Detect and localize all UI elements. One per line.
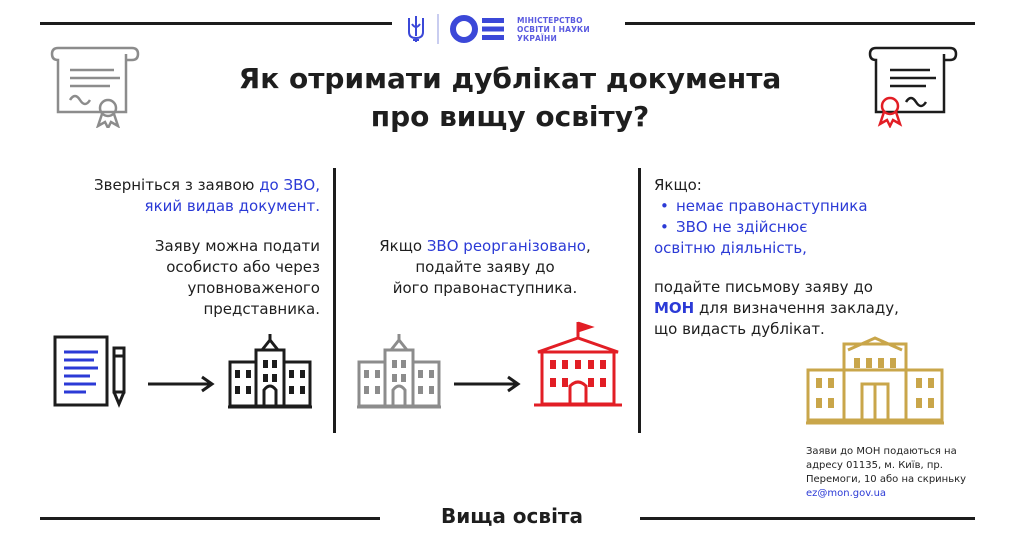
mon-address-note: Заяви до МОН подаються на адресу 01135, … [806, 445, 1006, 501]
ministry-name: МІНІСТЕРСТВО ОСВІТИ І НАУКИ УКРАЇНИ [517, 16, 590, 43]
ministry-line: МІНІСТЕРСТВО [517, 15, 583, 25]
bottom-rule-left [40, 517, 380, 520]
mon-logo-icon [450, 15, 504, 43]
top-rule-right [625, 22, 975, 25]
column-divider [333, 168, 336, 433]
title-line: про вищу освіту? [370, 100, 650, 133]
mon-highlight: МОН [654, 299, 695, 317]
col3-conditions: Якщо: немає правонаступника ЗВО не здійс… [654, 175, 974, 259]
ministry-line: УКРАЇНИ [517, 33, 557, 43]
bottom-rule-right [640, 517, 975, 520]
university-building-icon [806, 336, 944, 425]
footer-label: Вища освіта [440, 504, 584, 528]
university-building-icon [357, 334, 441, 409]
col2-text: Якщо ЗВО реорганізовано, подайте заяву д… [379, 237, 591, 297]
list-item: ЗВО не здійснює [654, 217, 974, 238]
certificate-icon [50, 46, 140, 128]
col1-highlight: до ЗВО, [259, 176, 320, 194]
top-rule-left [40, 22, 392, 25]
document-pen-icon [53, 335, 126, 408]
col1-highlight: який видав документ. [144, 197, 320, 215]
col1-intro: Зверніться з заявою до ЗВО, який видав д… [40, 175, 320, 217]
title-line: Як отримати дублікат документа [238, 62, 782, 95]
condition-list: немає правонаступника ЗВО не здійснює [654, 196, 974, 238]
page-title: Як отримати дублікат документа про вищу … [160, 60, 860, 136]
list-item: немає правонаступника [654, 196, 974, 217]
col3-if-label: Якщо: [654, 176, 702, 194]
col1-detail: Заяву можна подати особисто або через уп… [154, 237, 320, 318]
ministry-line: ОСВІТИ І НАУКИ [517, 24, 590, 34]
trident-icon [408, 16, 424, 42]
university-building-icon [228, 334, 312, 409]
arrow-right-icon [454, 375, 521, 393]
list-item-continuation: освітню діяльність, [654, 239, 807, 257]
university-building-icon [534, 321, 622, 407]
column-divider [638, 168, 641, 433]
email-link[interactable]: ez@mon.gov.ua [806, 488, 887, 499]
col3-submit: подайте письмову заяву до МОН для визнач… [654, 278, 899, 338]
arrow-right-icon [148, 375, 215, 393]
ministry-logo: МІНІСТЕРСТВО ОСВІТИ І НАУКИ УКРАЇНИ [405, 12, 590, 46]
col2-highlight: ЗВО реорганізовано [426, 237, 586, 255]
certificate-icon [868, 46, 958, 128]
